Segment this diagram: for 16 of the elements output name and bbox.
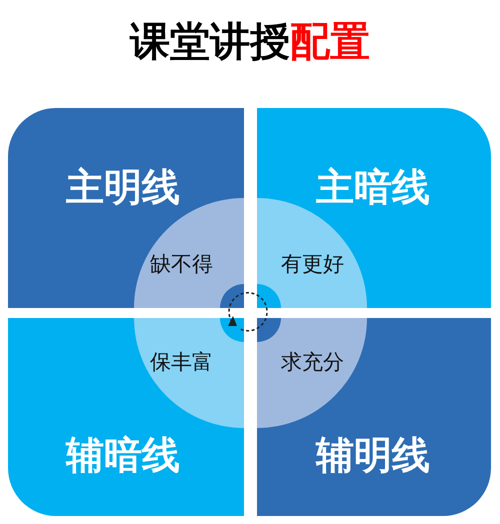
title-highlight: 配置	[290, 19, 370, 65]
segment-label: 保丰富	[150, 352, 213, 373]
quadrant-title: 辅暗线	[66, 436, 180, 474]
quadrant-panel	[8, 108, 244, 308]
quadrant-panel	[257, 108, 491, 308]
segment-label: 求充分	[281, 352, 344, 373]
quarter-circle-segment	[134, 318, 244, 428]
segment-label: 有更好	[281, 254, 344, 275]
quadrant-panel	[8, 318, 244, 516]
segment-label: 缺不得	[150, 254, 213, 275]
quarter-circle-segment	[257, 318, 367, 428]
quadrant-title: 主暗线	[316, 168, 430, 206]
quadrant-title: 辅明线	[316, 436, 430, 474]
title: 课堂讲授	[130, 19, 290, 65]
quadrant-title: 主明线	[66, 168, 180, 206]
quadrant-panel	[257, 318, 491, 516]
